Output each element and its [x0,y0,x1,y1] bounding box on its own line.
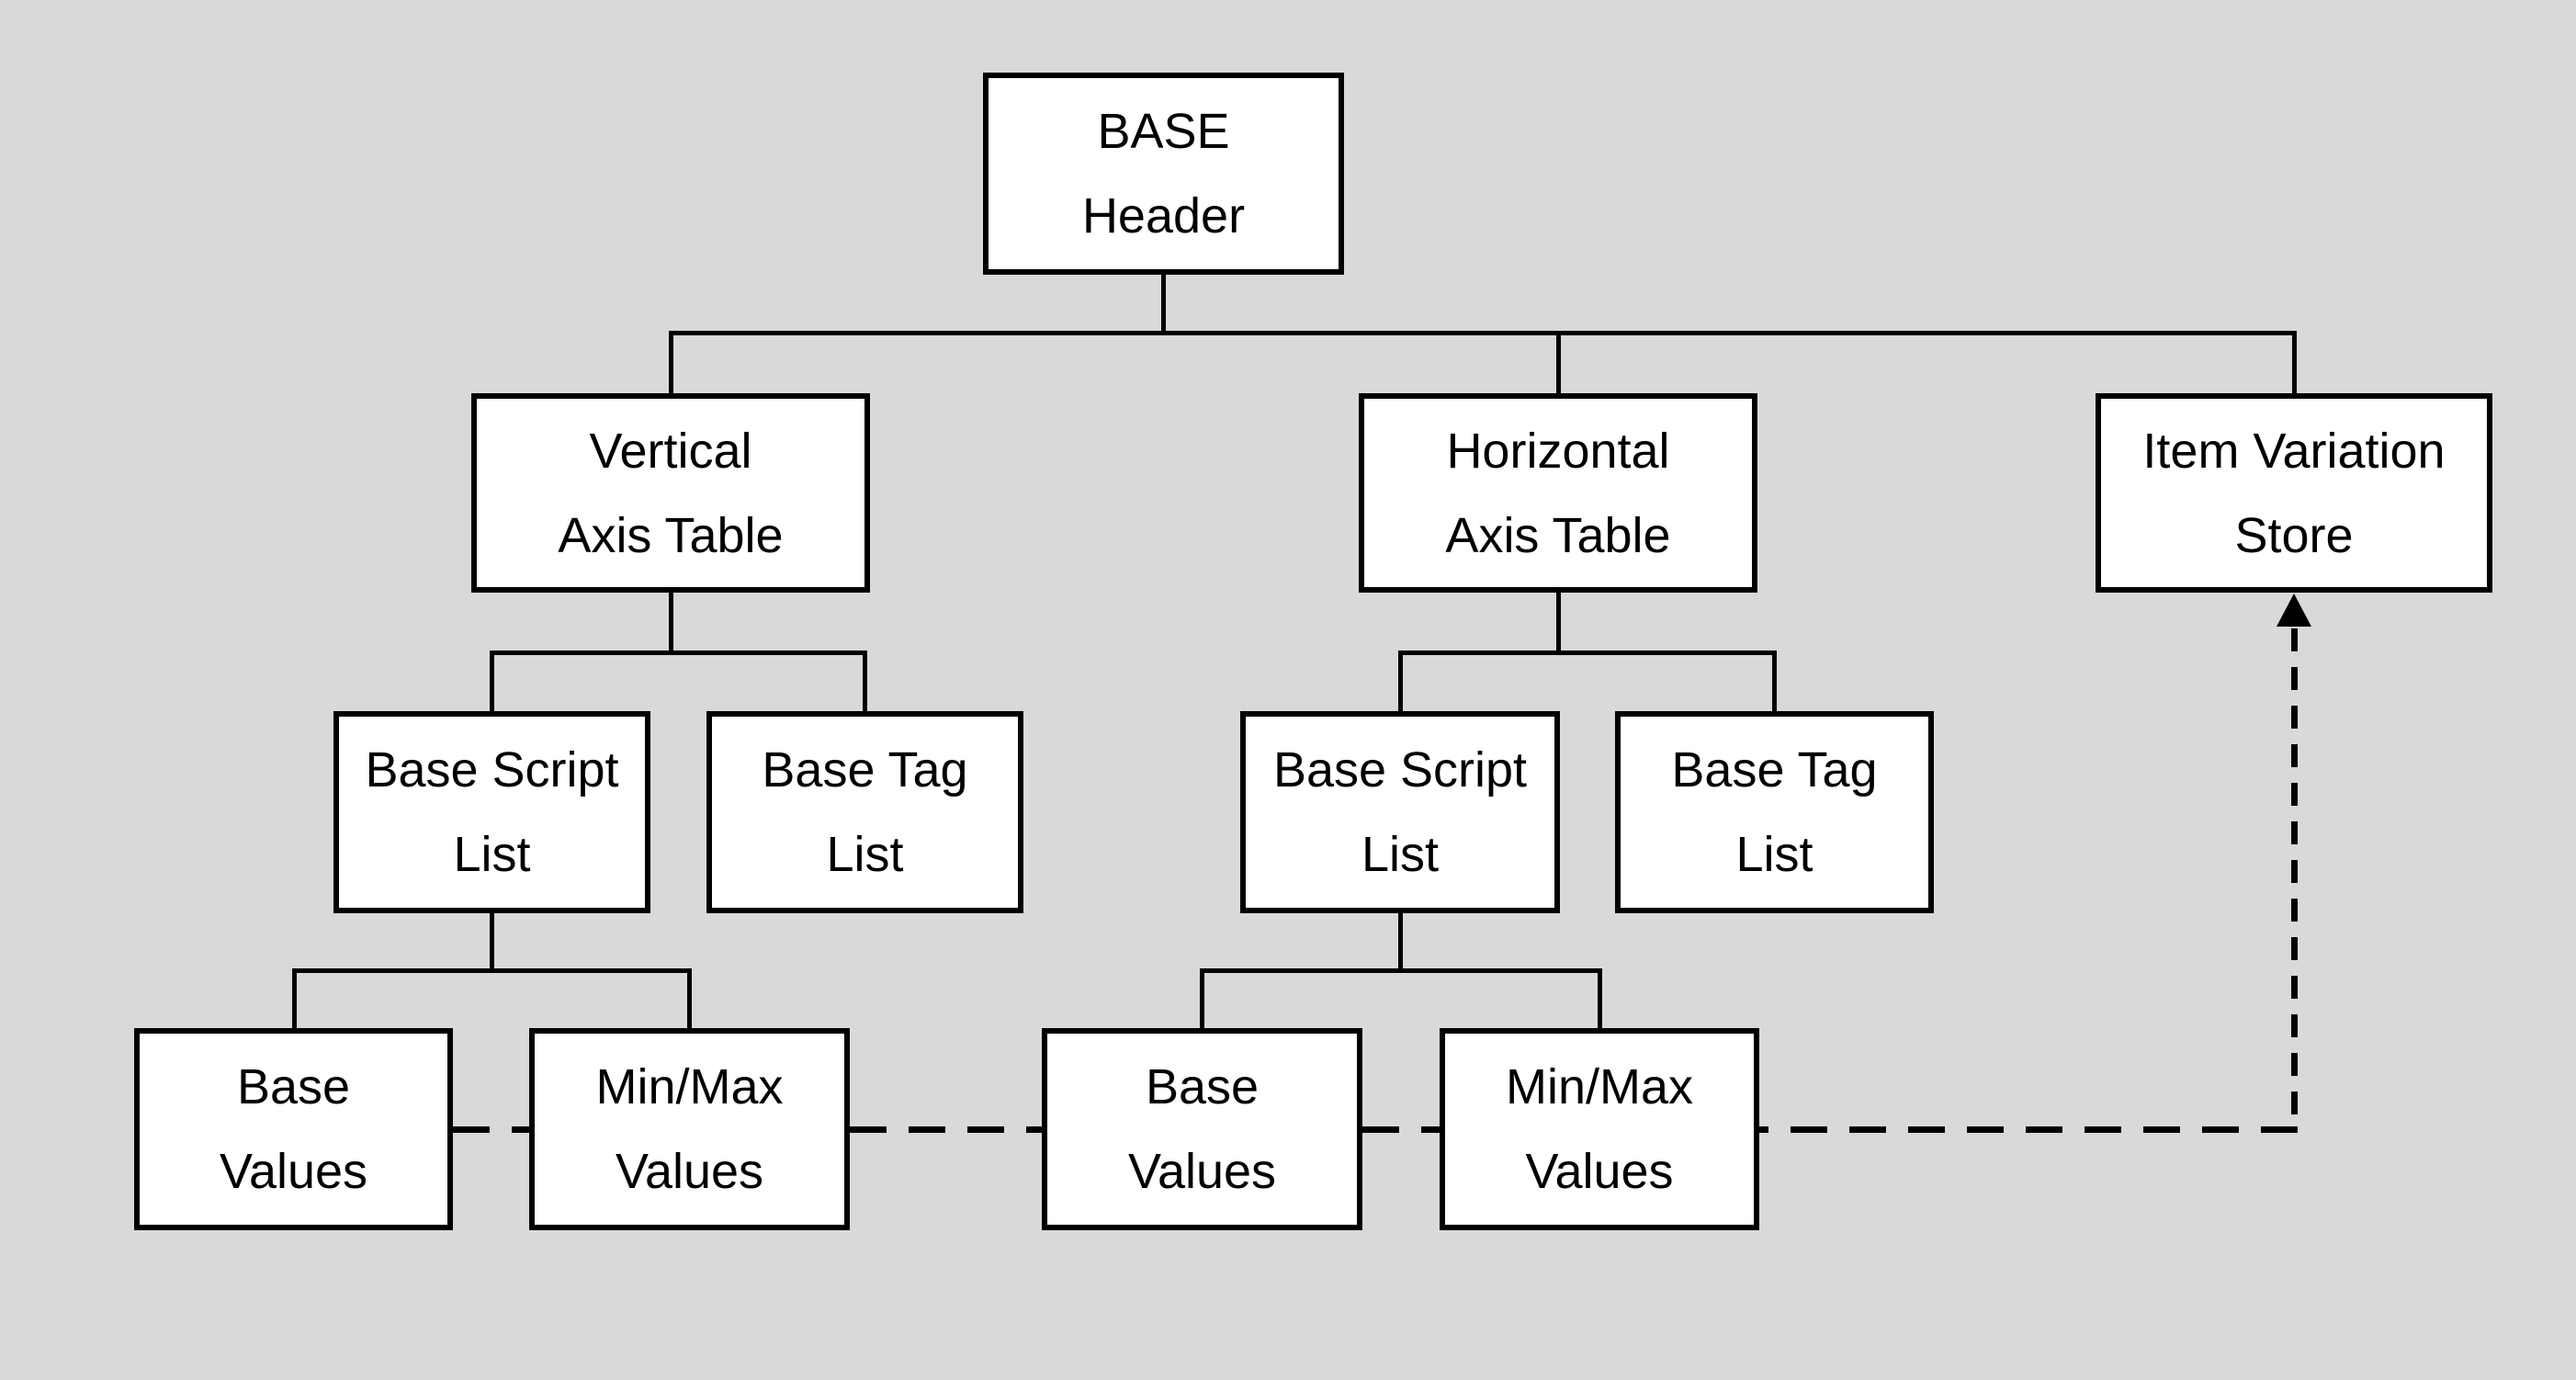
connector-drop-h-base-values [1200,968,1204,1030]
connector-vertical-axis-stem [669,591,673,655]
node-base-script-list-horizontal: Base Script List [1240,711,1560,913]
connector-horizontal-axis-stem [1556,591,1561,655]
connector-drop-h-min-max-values [1598,968,1602,1030]
connector-drop-h-base-script-list [1398,650,1403,713]
node-min-max-values-vertical: Min/Max Values [529,1028,850,1230]
connector-drop-item-variation-store [2292,331,2297,395]
connector-header-rail [669,331,2297,335]
dashed-link-h-minmax-to-corner [1759,1126,2298,1133]
connector-drop-v-min-max-values [687,968,692,1030]
connector-drop-v-base-script-list [490,650,494,713]
node-base-tag-list-vertical: Base Tag List [706,711,1023,913]
dashed-link-h-base-to-h-minmax [1362,1126,1440,1133]
connector-drop-horizontal-axis [1556,331,1561,395]
node-item-variation-store: Item Variation Store [2096,393,2492,593]
connector-drop-vertical-axis [669,331,673,395]
connector-h-base-script-rail [1200,968,1602,973]
dashed-link-v-minmax-to-h-base [850,1126,1042,1133]
connector-v-base-script-stem [490,911,494,973]
connector-drop-v-base-values [292,968,297,1030]
node-base-values-horizontal: Base Values [1042,1028,1362,1230]
dashed-link-riser-item-variation-store [2291,628,2298,1133]
node-base-values-vertical: Base Values [134,1028,453,1230]
connector-horizontal-axis-rail [1398,650,1777,655]
connector-v-base-script-rail [292,968,692,973]
node-base-header: BASE Header [983,73,1344,275]
connector-vertical-axis-rail [490,650,867,655]
connector-drop-v-base-tag-list [863,650,867,713]
arrowhead-up-icon [2277,594,2311,627]
connector-header-stem [1161,273,1166,335]
node-base-script-list-vertical: Base Script List [333,711,650,913]
node-min-max-values-horizontal: Min/Max Values [1440,1028,1759,1230]
dashed-link-v-base-to-v-minmax [453,1126,529,1133]
connector-h-base-script-stem [1398,911,1403,973]
node-horizontal-axis-table: Horizontal Axis Table [1359,393,1757,593]
node-base-tag-list-horizontal: Base Tag List [1615,711,1934,913]
node-vertical-axis-table: Vertical Axis Table [471,393,870,593]
connector-drop-h-base-tag-list [1772,650,1777,713]
